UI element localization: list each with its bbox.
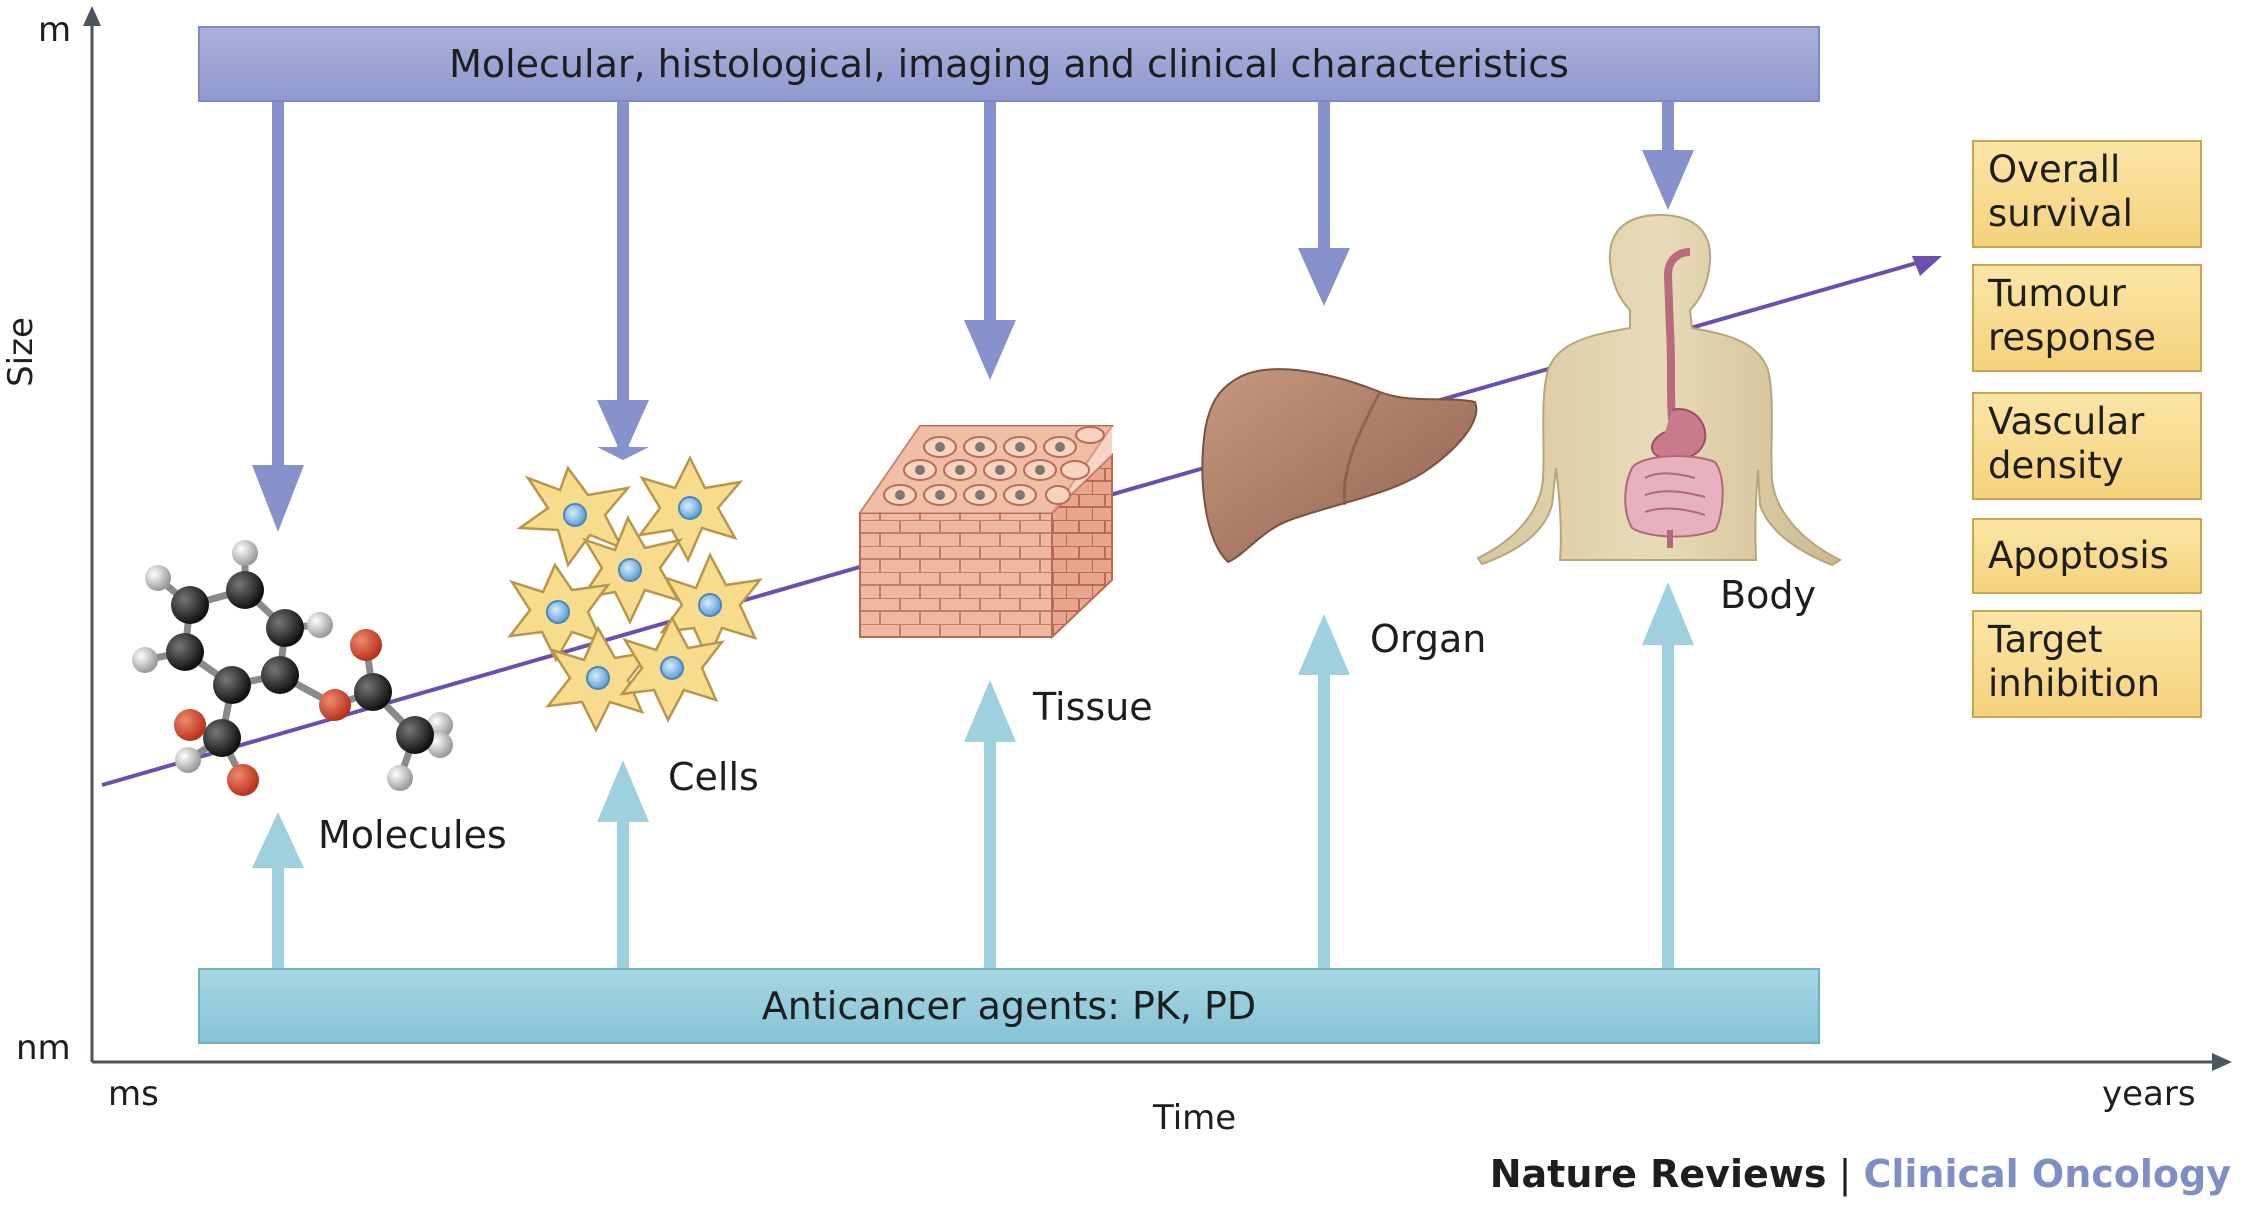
arrow-up-body [1642,582,1694,968]
x-axis-title: Time [1153,1098,1237,1138]
arrow-down-molecules [252,102,304,532]
outcome-box-apoptosis: Apoptosis [1972,518,2202,594]
scale-label-cells: Cells [668,755,759,799]
top-band-arrows [252,102,1694,532]
arrow-up-organ [1298,614,1350,968]
liver-icon [1201,368,1478,564]
scale-label-organ: Organ [1370,617,1486,661]
tissue-block-icon [858,425,1114,640]
scale-label-molecules: Molecules [318,813,507,857]
arrow-down-tissue [964,102,1016,380]
journal-name: Nature Reviews [1489,1152,1827,1196]
arrow-down-cells [597,102,649,460]
cells-icon [507,455,763,733]
arrow-up-molecules [252,812,304,968]
outcome-box-overall-survival: Overall survival [1972,140,2202,248]
y-axis-title: Size [0,317,41,387]
outcome-box-vascular-density: Vascular density [1972,392,2202,500]
bottom-band-arrows [252,582,1694,968]
arrow-down-body [1642,102,1694,210]
trend-line-arrowhead [1912,256,1942,276]
credit-separator: | [1838,1152,1852,1196]
arrow-down-organ [1298,102,1350,306]
x-axis-min-label: ms [108,1074,159,1114]
outcome-box-tumour-response: Tumour response [1972,264,2202,372]
journal-section: Clinical Oncology [1863,1152,2231,1196]
molecule-icon [132,540,453,796]
arrow-up-tissue [964,680,1016,968]
x-axis-arrowhead [2212,1053,2232,1071]
y-axis-min-label: nm [16,1028,71,1068]
y-axis-arrowhead [83,6,101,26]
characteristics-band: Molecular, histological, imaging and cli… [198,26,1820,102]
x-axis-max-label: years [2102,1074,2196,1114]
human-body-icon [1476,213,1843,567]
journal-credit: Nature Reviews | Clinical Oncology [1490,1152,2231,1196]
scale-label-body: Body [1720,573,1816,617]
outcome-box-target-inhibition: Target inhibition [1972,610,2202,718]
arrow-up-cells [597,760,649,968]
anticancer-agents-band: Anticancer agents: PK, PD [198,968,1820,1044]
y-axis-max-label: m [38,10,72,50]
axes [83,6,2232,1071]
scale-label-tissue: Tissue [1032,685,1153,729]
